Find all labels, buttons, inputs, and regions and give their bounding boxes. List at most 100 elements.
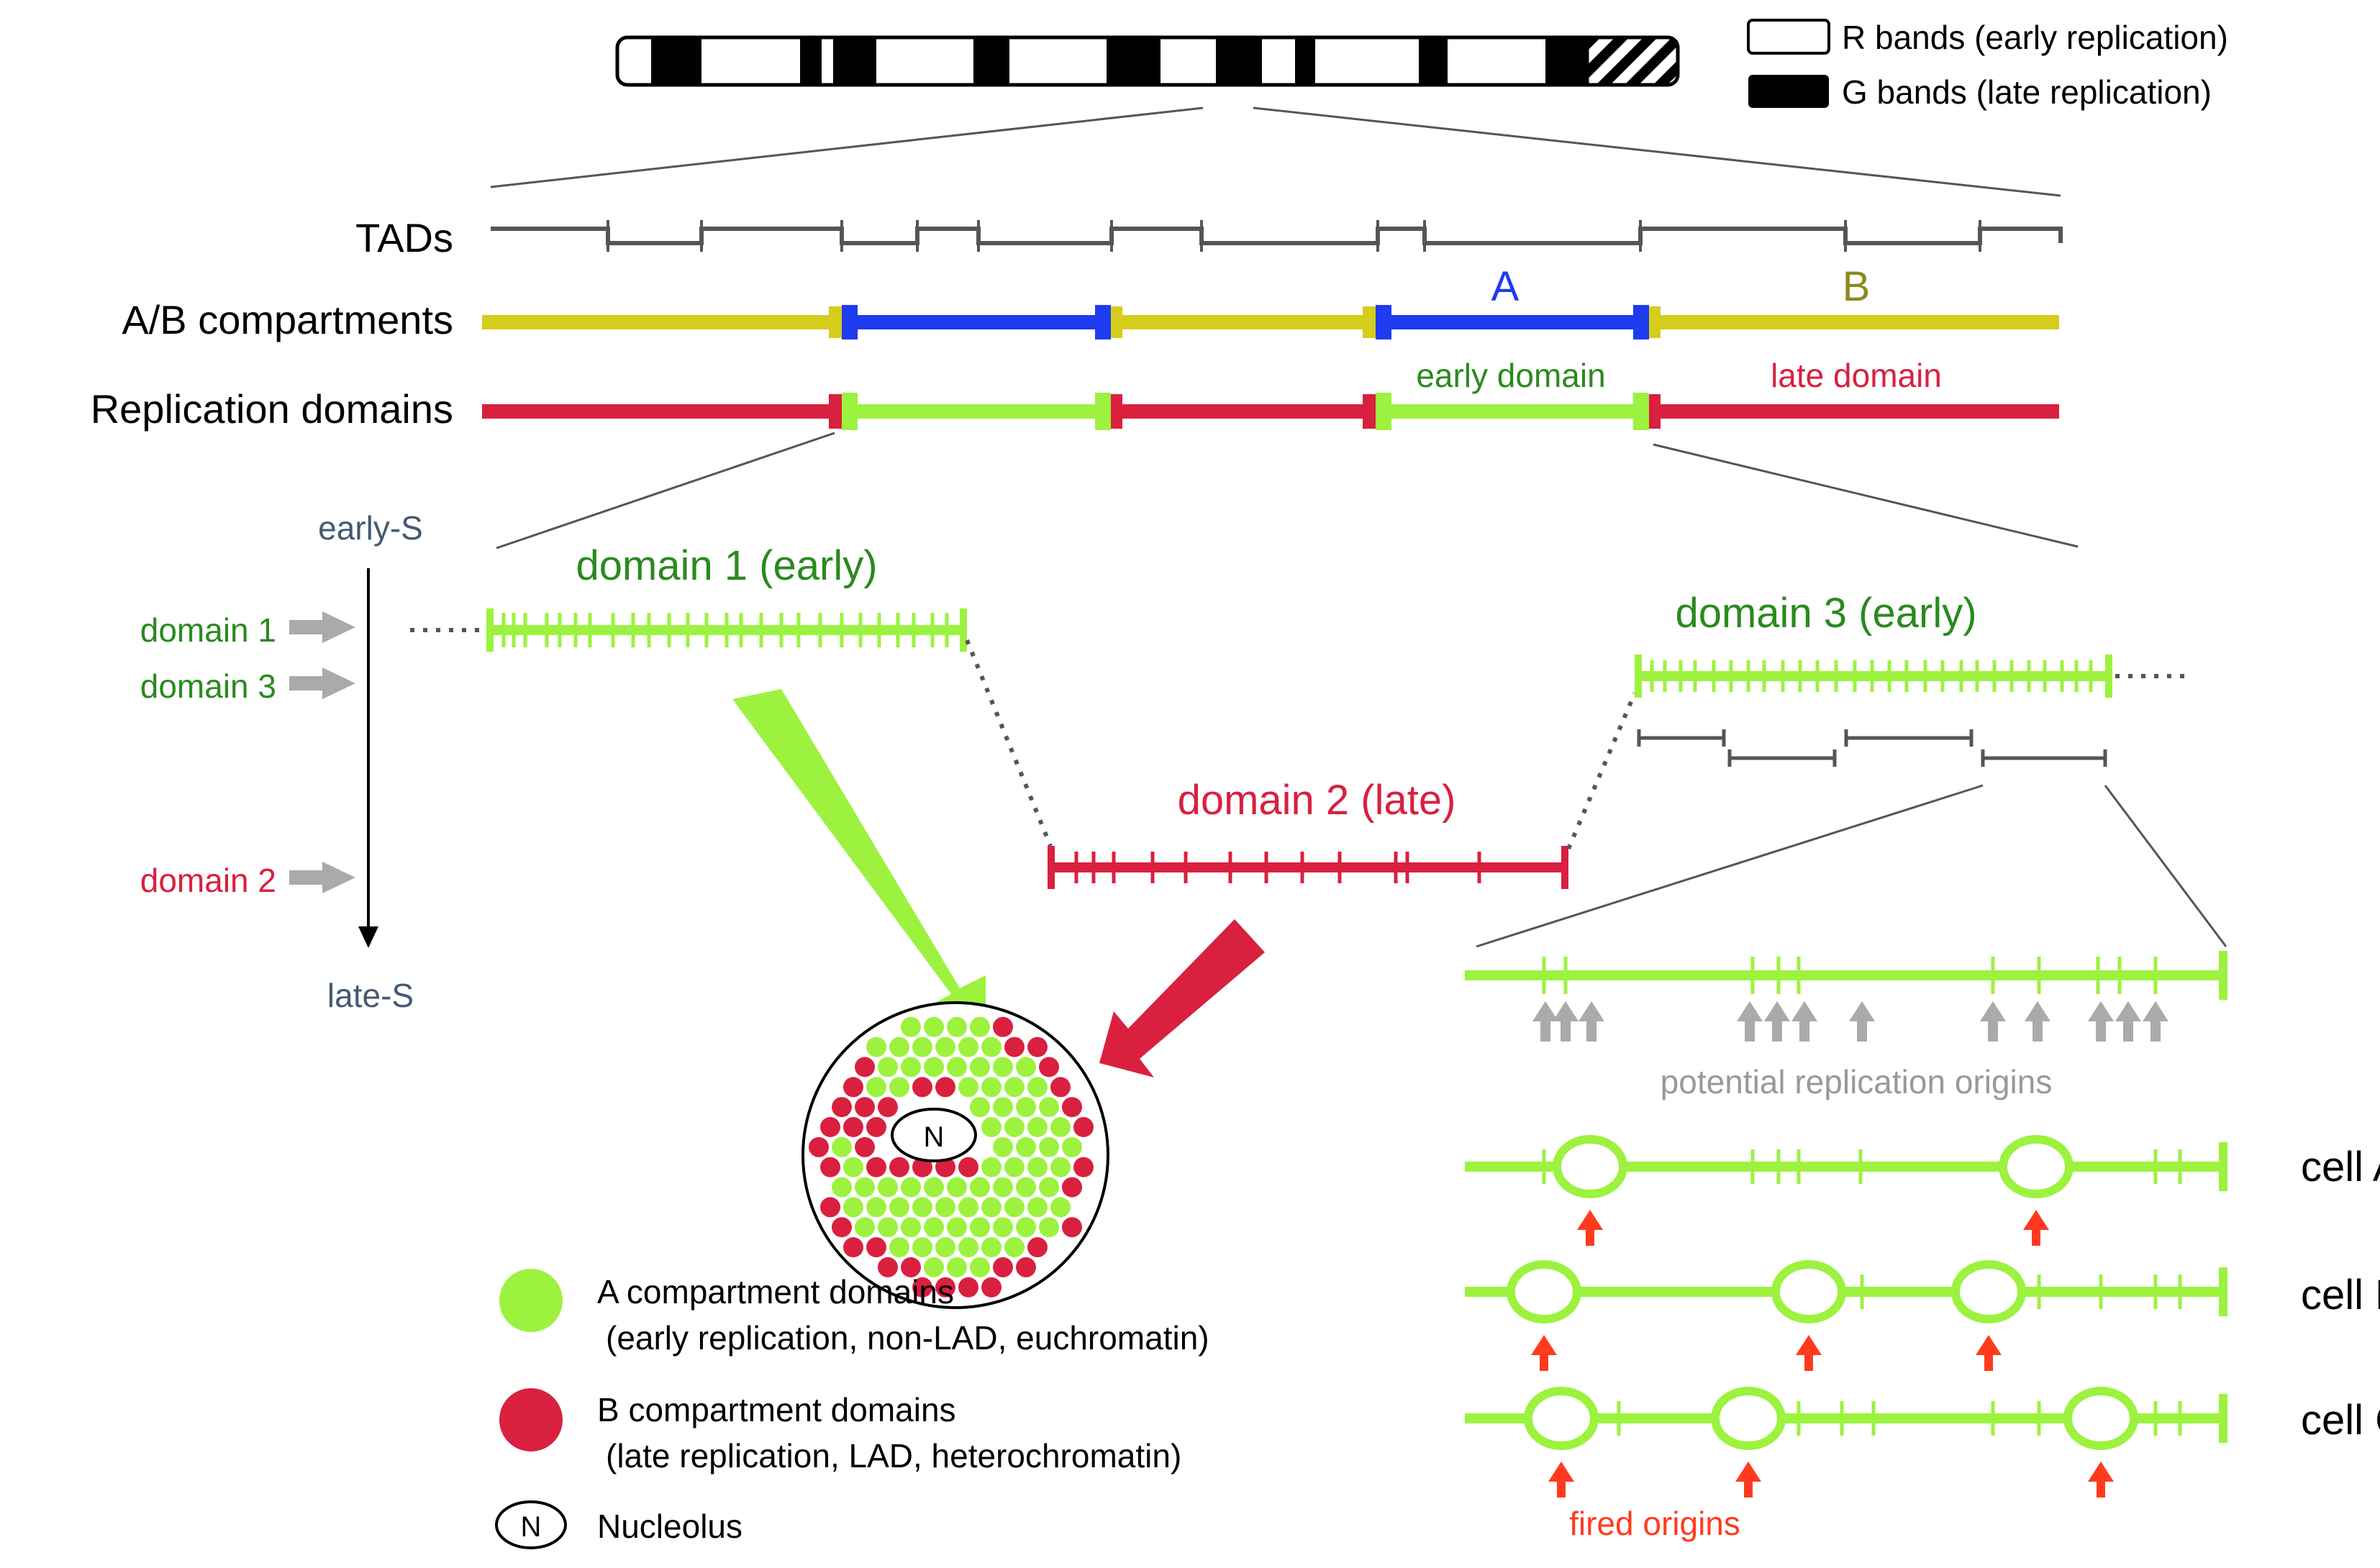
cell-c-label: cell C — [2301, 1397, 2380, 1444]
a-compartment-dot — [878, 1217, 898, 1238]
a-compartment-dot — [924, 1257, 944, 1277]
replication-bubble — [1771, 1260, 1846, 1323]
a-compartment-dot — [970, 1057, 990, 1077]
b-compartment-dot — [912, 1157, 932, 1177]
b-compartment-dot — [843, 1077, 863, 1098]
arrow-icon — [289, 862, 355, 893]
a-compartment-dot — [981, 1197, 1001, 1218]
a-compartment-desc: (early replication, non-LAD, euchromatin… — [606, 1319, 1209, 1357]
a-compartment-dot — [958, 1077, 978, 1098]
hatched-band — [1587, 37, 1678, 85]
a-compartment-dot — [970, 1016, 990, 1037]
a-compartment-dot — [866, 1077, 886, 1098]
a-compartment-dot — [901, 1016, 921, 1037]
b-compartment-title: B compartment domains — [597, 1391, 956, 1428]
b-compartment-dot — [866, 1117, 886, 1137]
g-band — [800, 37, 822, 85]
arrow-icon — [1976, 1335, 2002, 1371]
a-compartment-dot — [993, 1177, 1013, 1198]
cell-a-fiber — [1465, 1135, 2227, 1246]
s-phase-timeline: early-S late-S domain 1 domain 3 domain … — [140, 509, 423, 1014]
a-compartment-dot — [993, 1057, 1013, 1077]
a-compartment-dot — [1004, 1077, 1025, 1098]
b-compartment-dot — [993, 1257, 1013, 1277]
a-compartment-dot — [935, 1036, 955, 1057]
b-compartment-dot — [1039, 1057, 1059, 1077]
replication-domains-track: early domain late domain — [482, 357, 2059, 430]
b-compartment-dot — [1073, 1157, 1094, 1177]
b-compartment-dot — [1050, 1077, 1071, 1098]
a-compartment-dot — [843, 1197, 863, 1218]
nucleolus-symbol: N — [924, 1121, 945, 1153]
replication-domains-label: Replication domains — [91, 386, 453, 432]
band-legend: R bands (early replication) G bands (lat… — [1747, 19, 2228, 111]
replication-bubble — [1553, 1135, 1627, 1198]
a-compartment-dot — [970, 1257, 990, 1277]
a-compartment-dot — [993, 1097, 1013, 1118]
a-compartment-dot — [889, 1197, 909, 1218]
a-compartment-dot — [1016, 1136, 1036, 1157]
replication-bubble — [1507, 1260, 1581, 1323]
replication-bubble — [1711, 1387, 1786, 1450]
domain3-title: domain 3 (early) — [1675, 590, 1976, 637]
b-compartment-dot — [866, 1237, 886, 1258]
a-compartment-dot — [981, 1117, 1001, 1137]
a-compartment-dot — [924, 1057, 944, 1077]
a-compartment-dot — [1004, 1197, 1025, 1218]
r-bands-label: R bands (early replication) — [1842, 19, 2228, 56]
ab-compartments-label: A/B compartments — [122, 297, 453, 342]
a-compartment-dot — [901, 1177, 921, 1198]
potential-origins-fiber — [1465, 951, 2227, 1041]
a-compartment-dot — [1039, 1177, 1059, 1198]
a-compartment-dot — [1004, 1157, 1025, 1177]
tads-track — [491, 220, 2063, 252]
b-compartment-dot — [935, 1077, 955, 1098]
sub-tads — [1637, 729, 2107, 767]
b-compartment-dot — [1004, 1036, 1025, 1057]
arrow-icon — [1980, 1001, 2006, 1041]
b-compartment-dot — [878, 1097, 898, 1118]
a-compartment-dot — [947, 1177, 967, 1198]
tads-label: TADs — [355, 215, 453, 260]
g-band — [1107, 37, 1161, 85]
a-compartment-dot — [855, 1177, 875, 1198]
a-compartment-dot — [878, 1177, 898, 1198]
nucleus-circle: N — [801, 1001, 1109, 1309]
a-compartment-dot — [970, 1177, 990, 1198]
replication-bubble — [1524, 1387, 1599, 1450]
a-compartment-dot — [889, 1237, 909, 1258]
a-compartment-dot — [1027, 1077, 1048, 1098]
b-compartment-dot — [1027, 1036, 1048, 1057]
a-compartment-dot — [981, 1036, 1001, 1057]
a-compartment-dot — [970, 1217, 990, 1238]
a-compartment-dot — [1039, 1097, 1059, 1118]
b-compartment-dot — [820, 1157, 840, 1177]
a-compartment-dot — [924, 1016, 944, 1037]
b-compartment-dot — [866, 1157, 886, 1177]
b-compartment-dot — [901, 1257, 921, 1277]
b-compartment-dot — [843, 1237, 863, 1258]
arrow-icon — [2115, 1001, 2141, 1041]
arrow-icon — [1737, 1001, 1763, 1041]
a-compartment-dot — [958, 1036, 978, 1057]
late-s-label: late-S — [327, 977, 414, 1014]
a-compartment-dot — [1027, 1117, 1048, 1137]
a-compartment-dot — [1016, 1097, 1036, 1118]
a-compartment-dot — [866, 1197, 886, 1218]
r-band-swatch — [1747, 19, 1830, 55]
compartment-legend: A compartment domains (early replication… — [495, 1269, 1209, 1549]
b-compartment-dot — [958, 1277, 978, 1298]
arrow-icon — [1553, 1001, 1579, 1041]
arrow-icon — [289, 611, 355, 643]
b-compartment-dot — [1062, 1177, 1082, 1198]
a-compartment-dot — [843, 1157, 863, 1177]
nucleolus-swatch-symbol: N — [521, 1511, 542, 1543]
b-compartment-dot — [843, 1117, 863, 1137]
a-compartment-dot — [901, 1057, 921, 1077]
cell-a-label: cell A — [2301, 1144, 2380, 1190]
compartment-b-label: B — [1843, 263, 1871, 310]
a-compartment-dot — [889, 1077, 909, 1098]
b-compartment-dot — [993, 1016, 1013, 1037]
arrow-icon — [289, 667, 355, 699]
b-compartment-dot — [832, 1097, 852, 1118]
